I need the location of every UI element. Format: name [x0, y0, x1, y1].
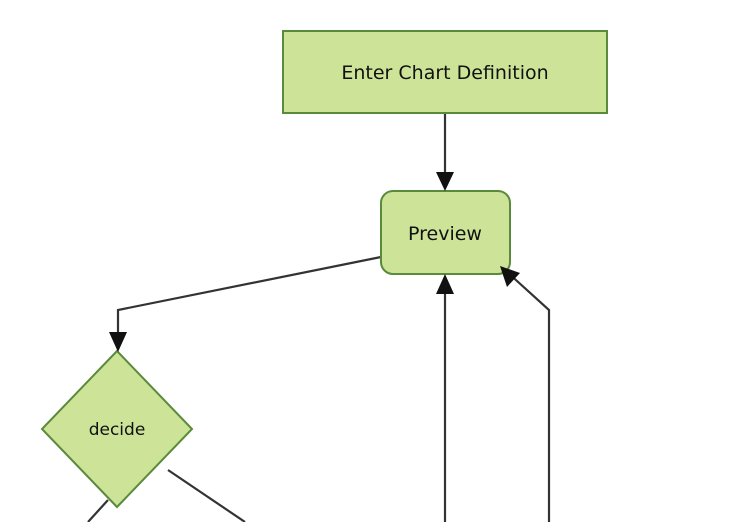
edge-decide-out-right: [167, 469, 246, 522]
node-preview-shape: [380, 190, 511, 275]
node-preview[interactable]: Preview: [380, 190, 511, 275]
edge-decide-out-left: [87, 499, 109, 522]
node-decide[interactable]: decide: [40, 349, 194, 509]
node-decide-shape: [40, 349, 194, 509]
node-enter-chart-definition-label: Enter Chart Definition: [341, 62, 548, 84]
arrowhead-up-into-preview-bottom-right: [500, 266, 520, 287]
arrowhead-up-into-preview-bottom: [436, 274, 454, 294]
node-enter-chart-definition[interactable]: Enter Chart Definition: [282, 30, 608, 114]
edge-preview-to-decide: [116, 255, 382, 344]
arrowhead-layer: [109, 172, 520, 352]
node-preview-label: Preview: [408, 223, 482, 245]
node-decide-label: decide: [89, 420, 146, 440]
arrowhead-down-into-decide: [109, 332, 127, 352]
edge-into-preview-bottom-right: [505, 270, 551, 522]
arrowhead-down-into-preview: [436, 172, 454, 191]
node-enter-chart-definition-shape: [282, 30, 608, 114]
